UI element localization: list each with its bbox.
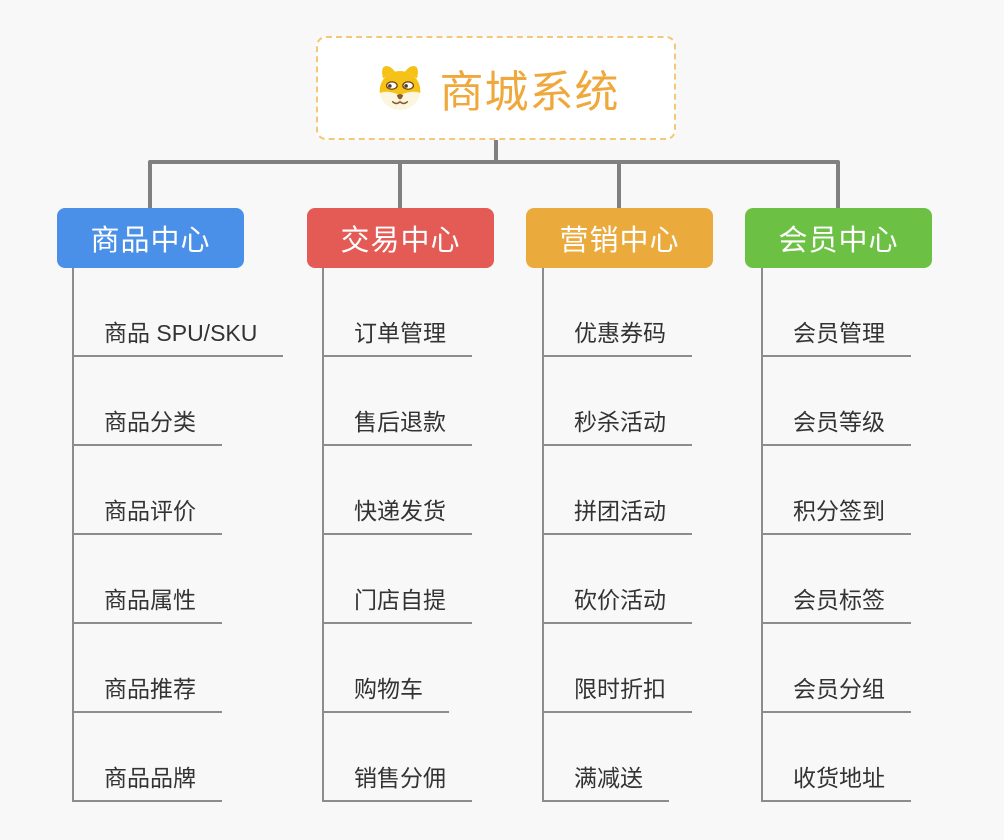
leaf-member-level[interactable]: 会员等级 bbox=[761, 403, 911, 446]
leaf-limited-time-discount[interactable]: 限时折扣 bbox=[542, 670, 692, 713]
leaf-member-management[interactable]: 会员管理 bbox=[761, 314, 911, 357]
leaf-product-spu-sku[interactable]: 商品 SPU/SKU bbox=[72, 314, 284, 357]
leaf-order-management[interactable]: 订单管理 bbox=[322, 314, 472, 357]
leaf-product-category[interactable]: 商品分类 bbox=[72, 403, 222, 446]
leaf-express-shipping[interactable]: 快递发货 bbox=[322, 492, 472, 535]
leaf-store-pickup[interactable]: 门店自提 bbox=[322, 581, 472, 624]
connector-branch-rail bbox=[148, 160, 840, 208]
leaf-full-reduction[interactable]: 满减送 bbox=[542, 759, 669, 802]
leaf-points-checkin[interactable]: 积分签到 bbox=[761, 492, 911, 535]
branch-node-trade-center[interactable]: 交易中心 bbox=[307, 208, 494, 268]
leaf-shipping-address[interactable]: 收货地址 bbox=[761, 759, 911, 802]
leaf-member-group[interactable]: 会员分组 bbox=[761, 670, 911, 713]
leaf-shopping-cart[interactable]: 购物车 bbox=[322, 670, 449, 713]
shiba-dog-icon bbox=[379, 65, 420, 110]
branch-node-product-center[interactable]: 商品中心 bbox=[57, 208, 244, 268]
leaf-sales-commission[interactable]: 销售分佣 bbox=[322, 759, 472, 802]
leaf-group-buy[interactable]: 拼团活动 bbox=[542, 492, 692, 535]
leaf-bargain-activity[interactable]: 砍价活动 bbox=[542, 581, 692, 624]
leaf-flash-sale[interactable]: 秒杀活动 bbox=[542, 403, 692, 446]
branch-node-member-center[interactable]: 会员中心 bbox=[745, 208, 932, 268]
leaf-member-tag[interactable]: 会员标签 bbox=[761, 581, 911, 624]
leaf-aftersale-refund[interactable]: 售后退款 bbox=[322, 403, 472, 446]
root-title: 商城系统 bbox=[439, 68, 620, 117]
leaf-product-recommend[interactable]: 商品推荐 bbox=[72, 670, 222, 713]
leaf-product-brand[interactable]: 商品品牌 bbox=[72, 759, 222, 802]
leaf-coupon-code[interactable]: 优惠券码 bbox=[542, 314, 692, 357]
leaf-product-review[interactable]: 商品评价 bbox=[72, 492, 222, 535]
leaf-product-attribute[interactable]: 商品属性 bbox=[72, 581, 222, 624]
branch-node-marketing-center[interactable]: 营销中心 bbox=[526, 208, 713, 268]
root-node[interactable]: 商城系统 bbox=[316, 36, 676, 140]
